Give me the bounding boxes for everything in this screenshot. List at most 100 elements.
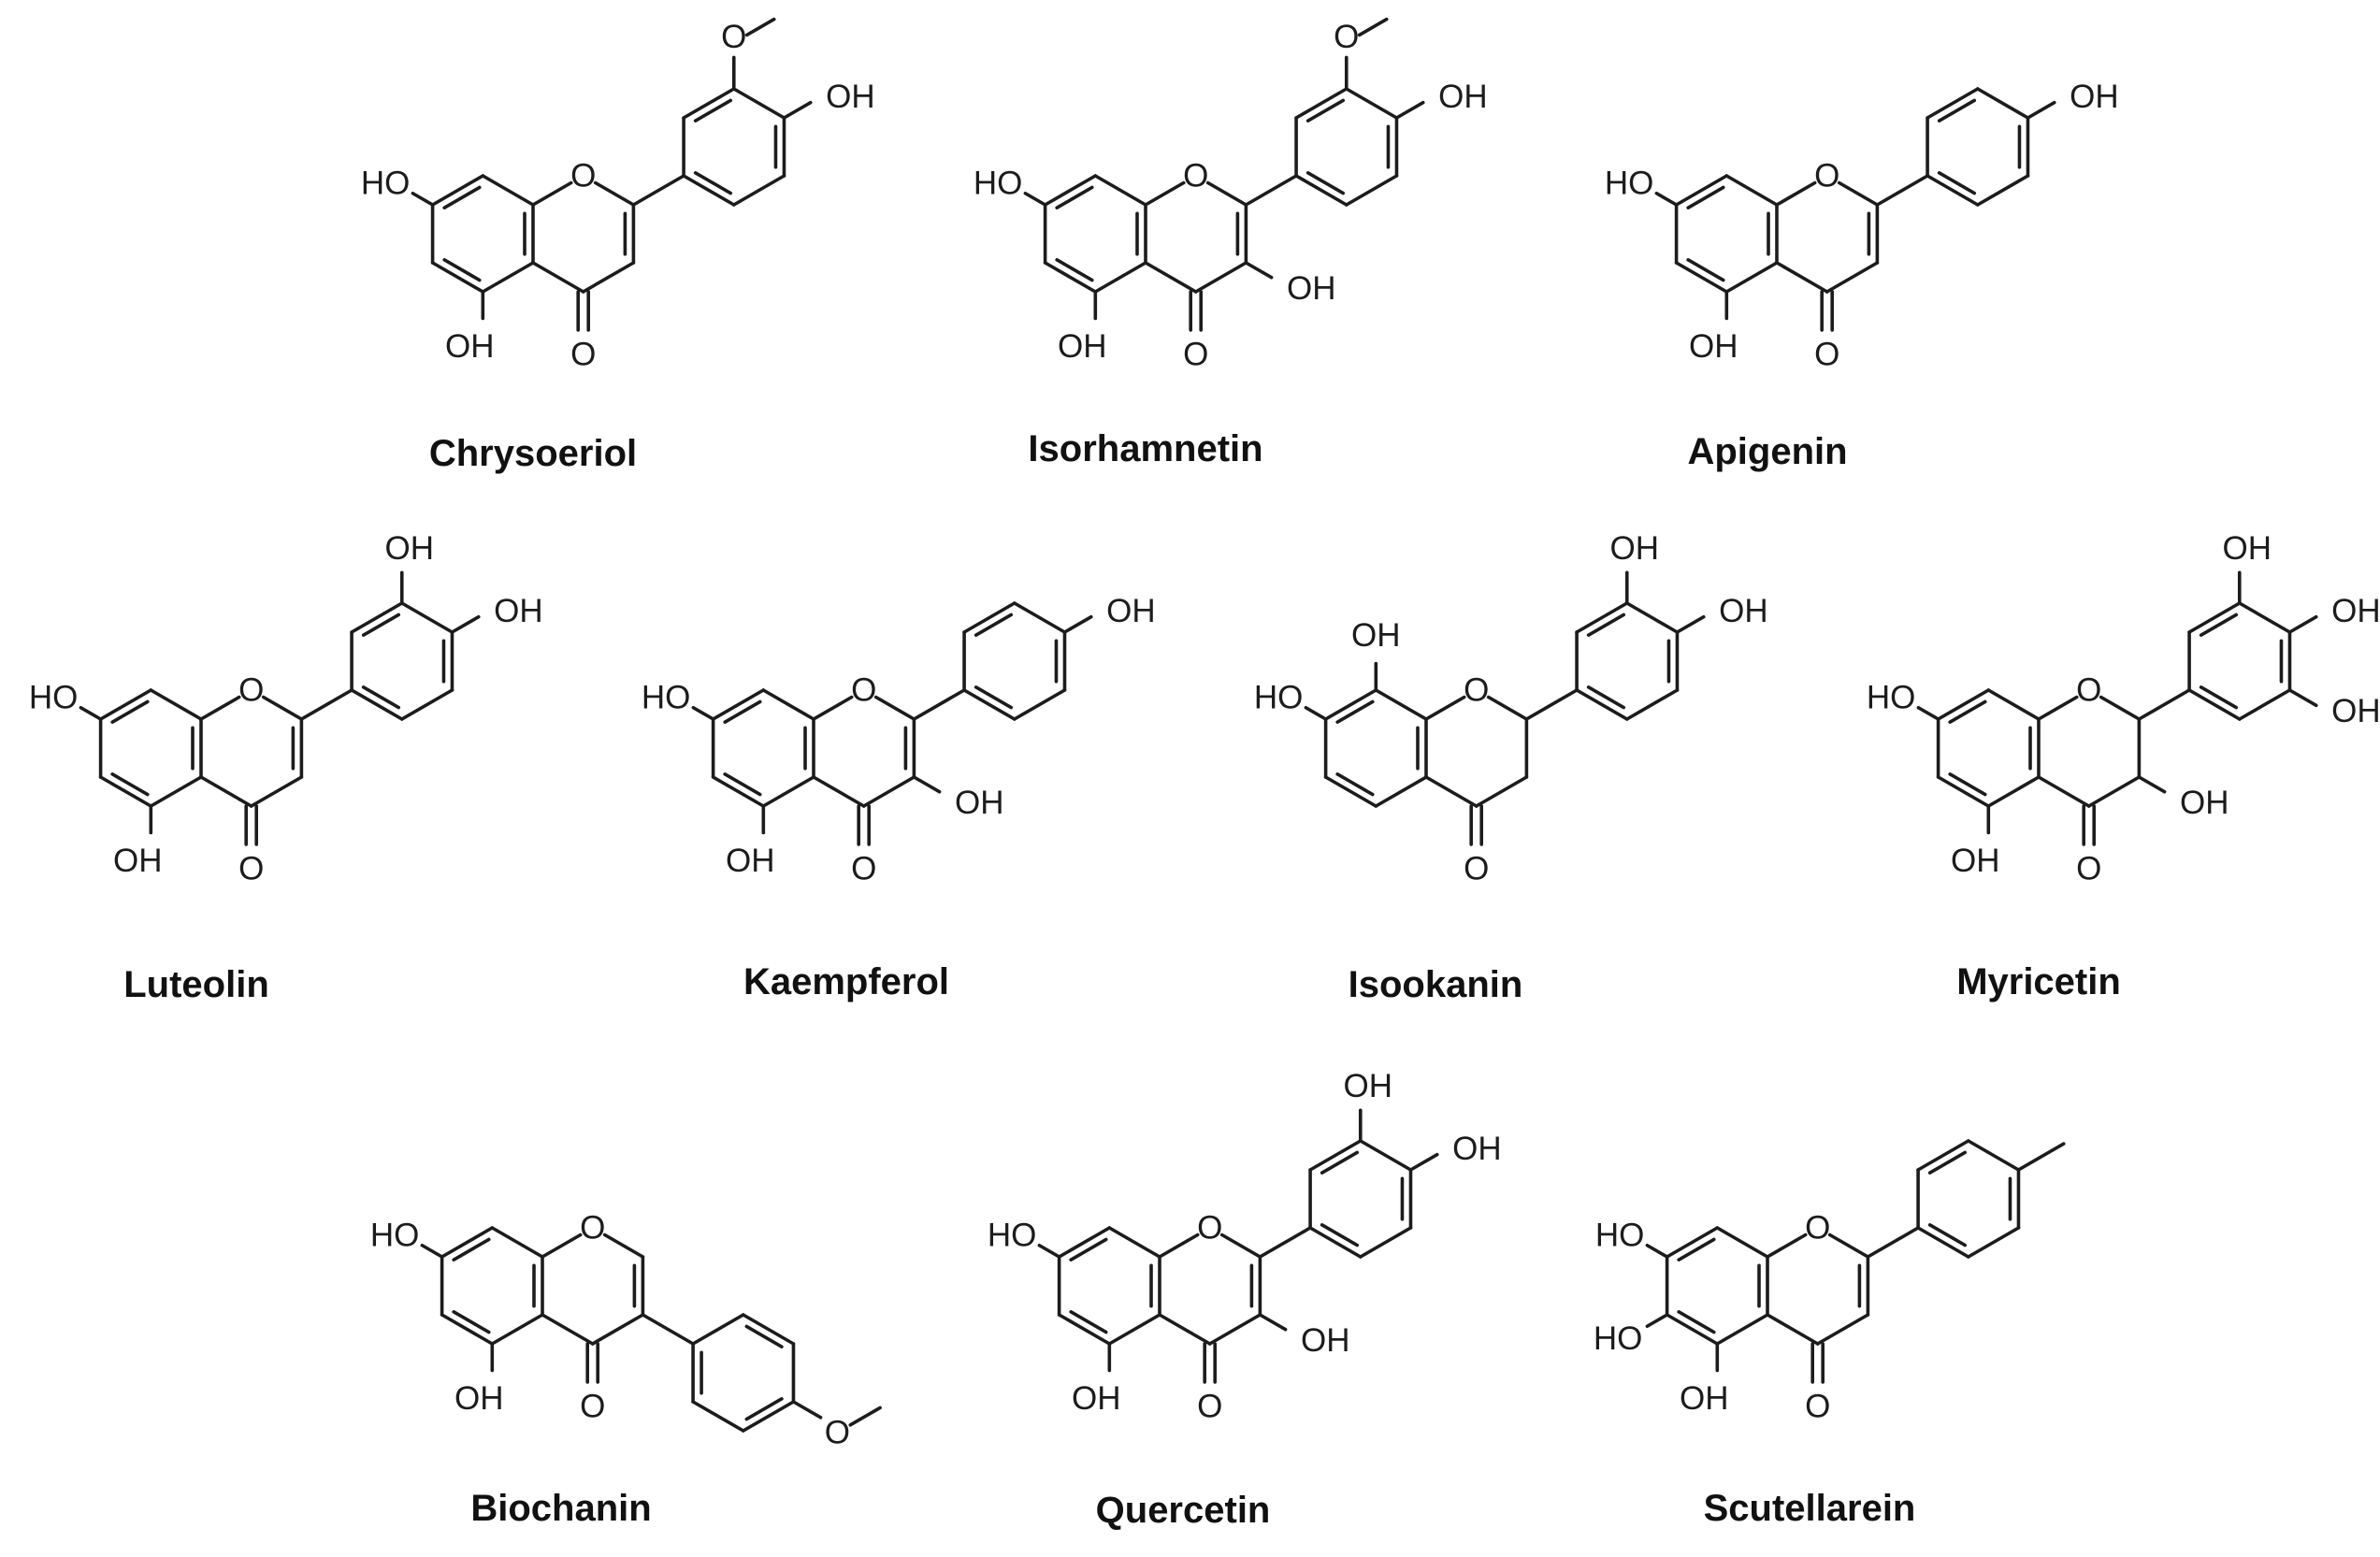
carbonyl-oxygen-label: O [1197,1388,1222,1424]
compound-name-label: Luteolin [123,964,269,1005]
hydroxyl-bond [2287,614,2318,634]
single-bond [691,1313,745,1346]
single-bond [1986,688,2041,721]
methoxy-oxygen-label: O [1334,19,1359,55]
double-bond-line [1335,699,1375,724]
compound-name-label: Isookanin [1349,964,1523,1005]
hydroxyl-bond [1244,261,1274,280]
single-bond [1775,261,1829,294]
compound-name-label: Kaempferol [743,961,949,1002]
carbonyl-oxygen-label: O [2076,850,2101,887]
hydroxyl-label: OH [454,1380,504,1417]
hydroxyl-label: HO [1254,679,1304,715]
double-bond-line [744,1324,784,1348]
double-bond-line [361,685,401,710]
double-bond-line [2199,613,2239,637]
ring-oxygen-label: O [851,672,876,709]
carbonyl-oxygen-label: O [1805,1388,1830,1424]
hydroxyl-label: HO [1867,679,1916,715]
single-bond [1057,1313,1112,1346]
hydroxyl-label: HO [1595,1217,1645,1253]
double-bond-line [1305,98,1346,123]
single-bond [1258,1226,1312,1259]
double-bond-line [1677,1310,1716,1334]
hydroxyl-label: HO [29,679,79,715]
hydroxyl-bond [79,705,103,721]
single-bond [249,775,304,808]
double-bond-line [1320,1150,1360,1175]
single-bond [1926,174,1980,207]
single-bond [2037,695,2079,721]
hydroxyl-label: OH [2180,785,2229,821]
single-bond [1926,87,1980,120]
hydroxyl-label: HO [370,1217,420,1253]
single-bond [1374,775,1428,808]
single-bond [1715,1313,1769,1346]
hydroxyl-label: OH [1351,617,1401,654]
hydroxyl-label: OH [955,785,1004,821]
single-bond [299,688,353,721]
single-bond [1486,695,1529,721]
single-bond [861,775,916,808]
hydroxyl-bond [411,191,435,207]
hydroxyl-label: OH [1344,1068,1393,1104]
single-bond [2237,688,2292,721]
single-bond [1665,1226,1720,1259]
double-bond-line [2199,685,2239,710]
single-bond [1624,601,1680,634]
double-bond-line [1937,98,1977,123]
single-bond [350,601,404,634]
double-bond-line [1586,685,1626,710]
double-bond-line [723,772,762,797]
ring-oxygen-label: O [1464,672,1489,709]
single-bond [399,601,454,634]
hydroxyl-bond [1654,191,1679,207]
single-bond [1057,1226,1112,1259]
hydroxyl-label: OH [1106,593,1156,629]
double-bond-line [1937,171,1977,195]
double-bond-line [442,185,482,209]
single-bond [541,1233,583,1259]
single-bond [1308,1226,1363,1259]
hydroxyl-bond [2137,775,2167,794]
single-bond [1524,688,1579,721]
single-bond [731,87,786,120]
ring-oxygen-label: O [570,158,596,195]
hydroxyl-label: OH [2331,693,2380,729]
hydroxyl-label: OH [1438,79,1488,115]
single-bond [1916,1139,1970,1172]
double-bond-line [1586,613,1626,637]
single-bond [1244,174,1298,207]
hydroxyl-label: OH [1680,1380,1729,1417]
hydroxyl-label: HO [974,165,1023,201]
single-bond [1144,180,1186,207]
hydroxyl-label: OH [1058,328,1107,365]
single-bond [741,1400,796,1433]
single-bond [1575,601,1629,634]
single-bond [1344,174,1399,207]
single-bond [1219,1233,1262,1259]
single-bond [1012,601,1067,634]
hydroxyl-label: OH [385,530,435,567]
hydroxyl-bond [691,705,715,721]
single-bond [2037,775,2091,808]
hydroxyl-label: OH [1072,1380,1121,1417]
ring-oxygen-label: O [580,1210,605,1247]
single-bond [1674,174,1729,207]
single-bond [1043,261,1098,294]
single-bond [711,688,766,721]
compound-name-label: Chrysoeriol [429,433,637,474]
single-bond [711,775,766,808]
single-bond [1043,174,1098,207]
single-bond [440,1226,495,1259]
hydroxyl-bond [2026,100,2056,120]
hydroxyl-bond [1023,191,1047,207]
single-bond [399,688,454,721]
single-bond [1665,1313,1720,1346]
double-bond-line [1927,1223,1968,1247]
single-bond [149,775,203,808]
